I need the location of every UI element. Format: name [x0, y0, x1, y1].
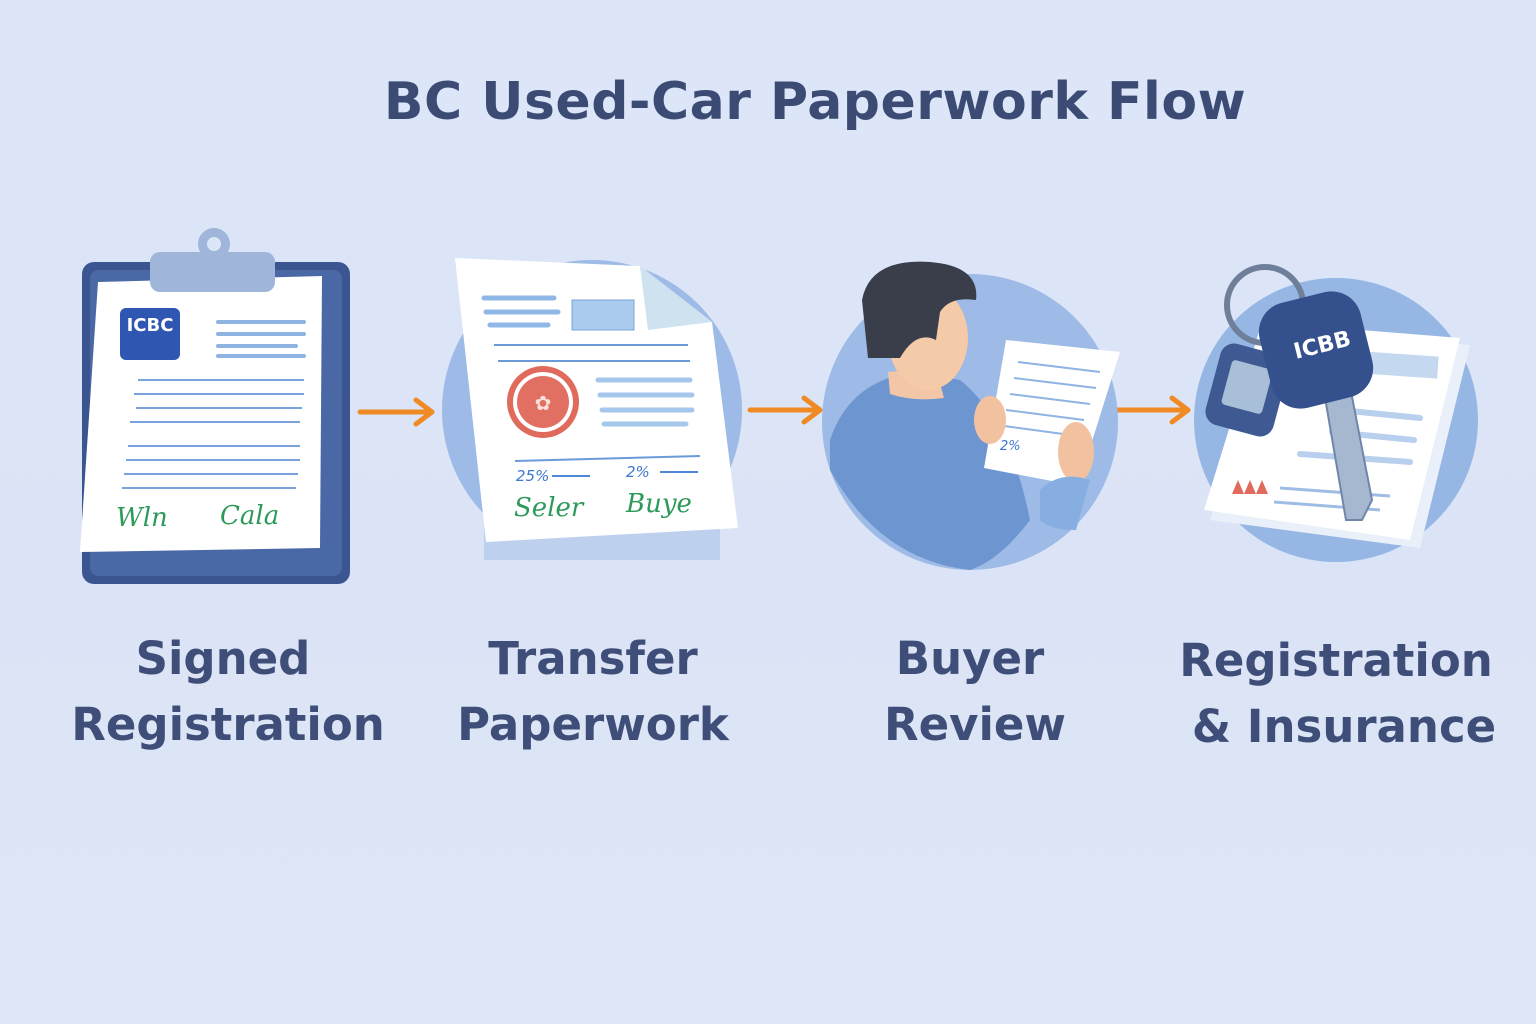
- step-label-registration-insurance: Registration & Insurance: [1179, 634, 1497, 753]
- keys-and-insurance-icon: ICBB: [1194, 264, 1478, 562]
- transfer-document-icon: ✿ 25% 2% Seler Buye: [442, 258, 742, 560]
- seller-percent: 25%: [516, 467, 549, 485]
- icbc-badge: ICBC: [127, 315, 174, 336]
- step-label-buyer-review: Buyer Review: [883, 632, 1067, 751]
- buyer-signature: Buye: [625, 489, 692, 519]
- paper-note: 2%: [1000, 439, 1021, 454]
- seller-signature: Seler: [514, 493, 585, 523]
- signature: Cala: [220, 501, 279, 531]
- arrow-icon: [747, 395, 823, 425]
- step-label-signed-registration: Signed Registration: [71, 632, 385, 751]
- svg-text:✿: ✿: [535, 391, 552, 415]
- arrow-icon: [1114, 395, 1191, 425]
- clipboard-icon: ICBC Wln Cala: [80, 228, 350, 584]
- signature: Wln: [116, 503, 168, 533]
- arrow-icon: [357, 397, 435, 427]
- page-title: BC Used-Car Paperwork Flow: [383, 72, 1247, 132]
- buyer-reading-icon: 2%: [822, 261, 1120, 570]
- step-label-transfer-paperwork: Transfer Paperwork: [457, 632, 729, 751]
- buyer-percent: 2%: [626, 463, 650, 481]
